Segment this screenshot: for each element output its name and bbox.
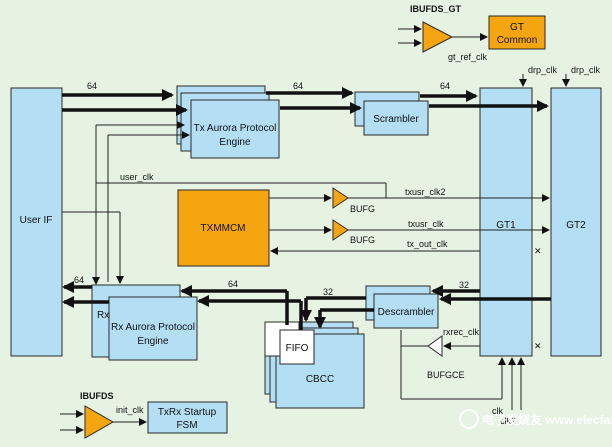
user-if-block: User IF [10, 87, 63, 357]
gt-common-label-1: GT [510, 22, 524, 33]
user-clk-label: user_clk [120, 172, 154, 182]
rxrec-clk-net: rxrec_clk ✕ clk clk2 [400, 327, 542, 426]
bufg-1-label: BUFG [350, 204, 375, 214]
fifo-block: FIFO [264, 321, 315, 365]
txmmcm-clock-net: txusr_clk2 txusr_clk tx_out_clk ✕ [269, 187, 550, 256]
bus-64-rx-out-label: 64 [74, 275, 84, 285]
tx-out-clk-x-mark: ✕ [534, 246, 542, 256]
bottom-clk-b-label: clk2 [500, 416, 516, 426]
rx-engine-block: Rx Rx Aurora Protocol Engine [91, 284, 198, 361]
ibufds-gt-buffer: IBUFDS_GT gt_ref_clk [398, 4, 488, 62]
ibufds-label: IBUFDS [80, 391, 114, 401]
rx-data-path: 64 64 32 32 [62, 275, 551, 330]
watermark: 电子发烧友 www.elecfans.com [459, 409, 612, 429]
gt-ref-clk-label: gt_ref_clk [448, 52, 488, 62]
tx-engine-label-1: Tx Aurora Protocol [194, 123, 277, 134]
gt2-block: GT2 [550, 87, 602, 357]
bufg-2-label: BUFG [350, 235, 375, 245]
txusr-clk-label: txusr_clk [408, 219, 444, 229]
txmmcm-block: TXMMCM [177, 189, 270, 267]
tx-engine-label-2: Engine [219, 137, 251, 148]
gt1-label: GT1 [496, 220, 516, 231]
watermark-text: 电子发烧友 www.elecfans.com [482, 412, 612, 427]
bus-64-rx-in-label: 64 [228, 279, 238, 289]
descrambler-block: Descrambler [365, 285, 439, 329]
rx-engine-label-2: Engine [137, 336, 169, 347]
tx-out-clk-label: tx_out_clk [407, 239, 448, 249]
bus-32-gt-label: 32 [459, 280, 469, 290]
drp-clk-2-label: drp_clk [571, 65, 601, 75]
scrambler-label: Scrambler [373, 114, 419, 125]
tx-engine-block: Tx Aurora Protocol Engine [176, 85, 280, 159]
bus-64-tx-out-label: 64 [440, 81, 450, 91]
drp-clk-net: drp_clk drp_clk [519, 65, 601, 87]
user-clk-net: user_clk [62, 121, 387, 285]
startup-fsm-label-2: FSM [176, 420, 197, 431]
gt-common-label-2: Common [497, 35, 538, 46]
rx-short-label: Rx [97, 310, 109, 321]
rx-engine-label-1: Rx Aurora Protocol [111, 322, 195, 333]
bottom-clk-a-label: clk [492, 406, 503, 416]
bufgce-label: BUFGCE [427, 370, 465, 380]
gt2-label: GT2 [566, 220, 586, 231]
user-if-label: User IF [20, 215, 53, 226]
gt1-block: GT1 [479, 87, 533, 357]
cbcc-label: CBCC [306, 374, 334, 385]
bus-32-cbcc-label: 32 [323, 287, 333, 297]
bus-64-tx-in-label: 64 [87, 81, 97, 91]
bufgce-buffer: BUFGCE [427, 335, 465, 380]
ibufds-buffer: IBUFDS init_clk [60, 391, 147, 439]
bufg-2-buffer: BUFG [332, 219, 375, 245]
startup-fsm-label-1: TxRx Startup [158, 407, 217, 418]
rxrec-clk-x-mark: ✕ [534, 341, 542, 351]
startup-fsm-block: TxRx Startup FSM [147, 401, 228, 434]
scrambler-block: Scrambler [354, 91, 429, 136]
rxrec-clk-label: rxrec_clk [443, 327, 480, 337]
bufg-1-buffer: BUFG [332, 187, 375, 214]
init-clk-label: init_clk [116, 405, 144, 415]
tx-data-path: 64 64 64 [62, 81, 549, 116]
drp-clk-1-label: drp_clk [528, 65, 558, 75]
gt-common-block: GT Common [488, 15, 546, 50]
txmmcm-label: TXMMCM [201, 223, 246, 234]
txusr-clk2-label: txusr_clk2 [405, 187, 446, 197]
bus-64-tx-mid-label: 64 [293, 81, 303, 91]
fifo-label: FIFO [286, 343, 309, 354]
ibufds-gt-label: IBUFDS_GT [410, 4, 462, 14]
descrambler-label: Descrambler [378, 307, 435, 318]
